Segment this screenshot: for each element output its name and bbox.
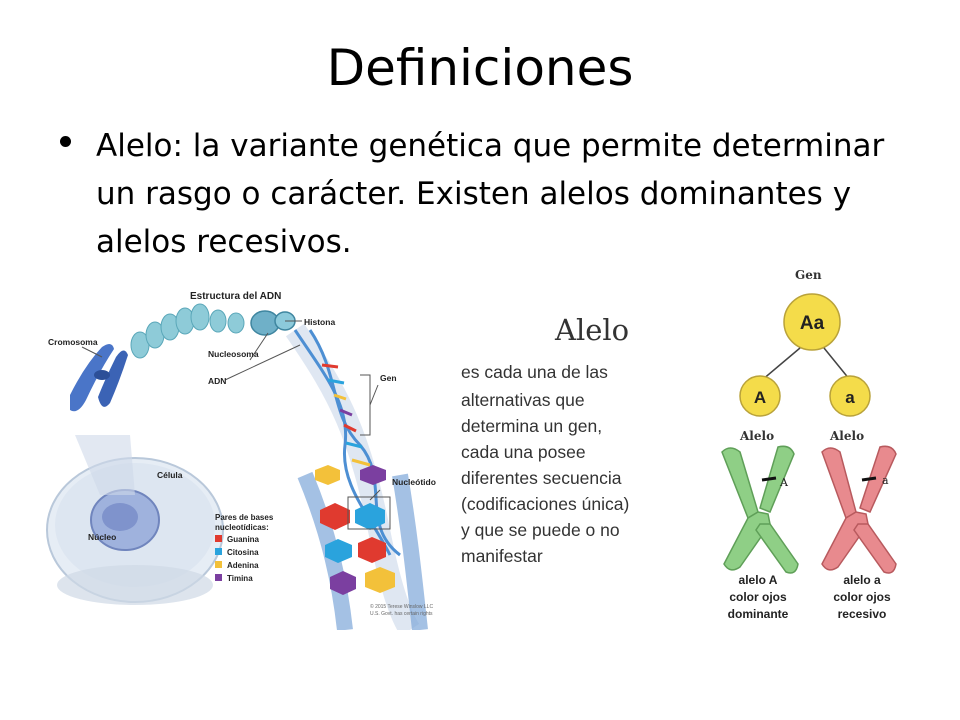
bullet-item: Alelo: la variante genética que permite … [60, 122, 910, 266]
alelo-line-2: alternativas que [461, 390, 585, 410]
dna-figure-title: Estructura del ADN [190, 291, 281, 302]
marker-dominant-line [761, 476, 777, 482]
legend-label-timina: Timina [227, 574, 253, 583]
leader-lines [81, 320, 381, 501]
alelo-line-4: cada una posee [461, 442, 586, 462]
alelo-line-5: diferentes secuencia [461, 468, 622, 488]
caption-recessive-line-1: alelo a [843, 573, 881, 587]
legend-swatch-guanina [215, 535, 222, 542]
slide-title: Definiciones [326, 39, 634, 97]
gene-leader [369, 384, 379, 406]
alelo-heading: Alelo [554, 313, 629, 347]
alelo-line-3: determina un gen, [461, 416, 602, 436]
legend-label-guanina: Guanina [227, 535, 260, 544]
chromatin-fiber [130, 303, 245, 359]
genotype-circle [783, 293, 841, 351]
alelo-definition-figure: Alelo es cada una de las alternativas qu… [461, 313, 629, 566]
legend-title-line-2: nucleotídicas: [215, 523, 269, 532]
caption-dominant-line-1: alelo A [739, 573, 778, 587]
allele-label-left: Alelo [739, 429, 774, 443]
credit-line-1: © 2015 Terese Winslow LLC [370, 603, 433, 610]
gen-label: Gen [795, 268, 822, 282]
legend-swatch-timina [215, 574, 222, 581]
alelo-line-7: y que se puede o no [461, 520, 620, 540]
caption-dominant-line-2: color ojos [729, 590, 787, 604]
gene-bracket [360, 374, 371, 436]
cell-edge [57, 565, 213, 605]
bullet-dot [60, 136, 71, 147]
marker-recessive-line [861, 476, 877, 482]
chromosome-dominant-icon [721, 445, 799, 574]
legend-title-line-1: Pares de bases [215, 513, 274, 522]
bullet-text: Alelo: la variante genética que permite … [96, 128, 885, 260]
chromosome-recessive-icon [821, 445, 897, 574]
label-adn: ADN [208, 376, 226, 386]
dna-structure-figure: Estructura del ADN Cromosoma Histona Nuc… [46, 291, 436, 630]
allele-label-right: Alelo [829, 429, 864, 443]
zoom-cone [75, 435, 135, 495]
allele-recessive-letter: a [845, 388, 855, 407]
dna-backbone-2 [392, 473, 428, 630]
branch-line-right [823, 347, 851, 381]
caption-recessive-line-2: color ojos [833, 590, 891, 604]
label-nucleosoma: Nucleosoma [208, 349, 259, 359]
label-nucleo: Núcleo [88, 532, 116, 542]
nucleotide-box [347, 496, 391, 530]
alelo-line-6: (codificaciones única) [461, 494, 629, 514]
alelo-line-8: manifestar [461, 546, 543, 566]
chromosome-icon [70, 343, 128, 412]
legend-swatch-citosina [215, 548, 222, 555]
gene-allele-figure: Gen Aa A a Alelo Alelo A a alelo A color… [721, 268, 897, 621]
credit-line-2: U.S. Govt. has certain rights [370, 611, 433, 617]
caption-dominant-line-3: dominante [728, 607, 789, 621]
allele-dominant-letter: A [754, 388, 766, 407]
allele-dominant-circle [739, 375, 781, 417]
alelo-line-1: es cada una de las [461, 362, 608, 382]
label-nucleotido: Nucleótido [392, 477, 436, 487]
base-pair-legend: Pares de bases nucleotídicas: Guanina Ci… [215, 513, 274, 583]
nucleolus [102, 503, 138, 531]
marker-dominant-label: A [779, 476, 789, 489]
marker-recessive-label: a [882, 474, 889, 487]
genotype-label: Aa [800, 313, 825, 334]
branch-line-left [761, 347, 801, 381]
label-celula: Célula [157, 470, 183, 480]
allele-recessive-circle [829, 375, 871, 417]
base-pairs [315, 465, 395, 595]
caption-recessive-line-3: recesivo [838, 607, 887, 621]
legend-label-adenina: Adenina [227, 561, 259, 570]
label-cromosoma: Cromosoma [48, 337, 98, 347]
legend-swatch-adenina [215, 561, 222, 568]
label-histona: Histona [304, 317, 335, 327]
legend-label-citosina: Citosina [227, 548, 259, 557]
label-gen: Gen [380, 373, 397, 383]
